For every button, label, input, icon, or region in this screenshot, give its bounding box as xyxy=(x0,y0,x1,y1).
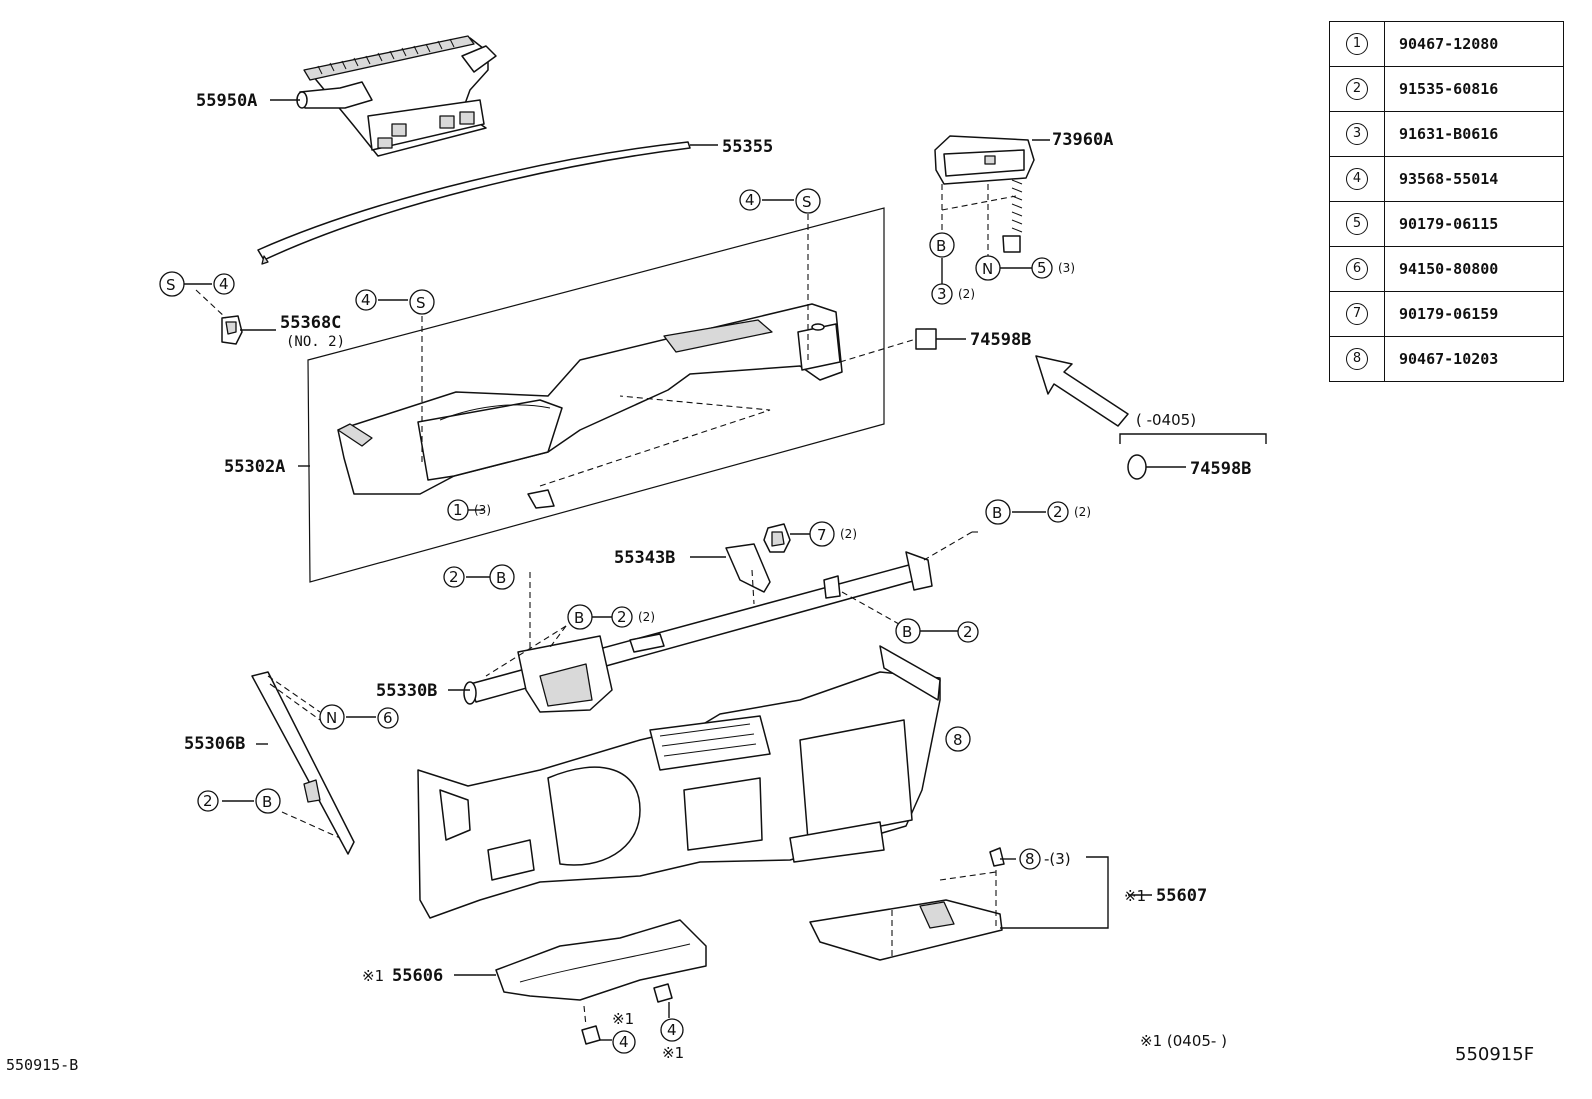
mark-screw-b: ※1 xyxy=(662,1044,684,1062)
row-number: 6 xyxy=(1346,258,1368,280)
callout-8: 8 xyxy=(1025,850,1035,868)
row-number: 5 xyxy=(1346,213,1368,235)
qty-2-2-mid: (2) xyxy=(638,610,655,624)
callout-b: B xyxy=(574,609,584,627)
table-row: 7 90179-06159 xyxy=(1329,291,1564,337)
part-lower-cover-rh xyxy=(809,847,1005,961)
callout-2: 2 xyxy=(203,792,213,810)
row-number: 2 xyxy=(1346,78,1368,100)
table-row: 4 93568-55014 xyxy=(1329,156,1564,202)
label-55330B: 55330B xyxy=(376,681,437,701)
table-row: 3 91631-B0616 xyxy=(1329,111,1564,157)
label-55368C: 55368C xyxy=(280,313,341,333)
mark-55607: ※1 xyxy=(1124,887,1146,905)
part-ventilator xyxy=(934,135,1035,253)
qty-3-2: (2) xyxy=(958,287,975,301)
table-row: 8 90467-10203 xyxy=(1329,336,1564,382)
part-instrument-panel xyxy=(307,207,885,583)
row-part-number: 93568-55014 xyxy=(1384,156,1564,202)
row-number: 8 xyxy=(1346,348,1368,370)
part-number-labels: 55950A 55355 73960A 55368C (NO. 2) 74598… xyxy=(184,91,1251,1062)
mark-55606: ※1 xyxy=(362,967,384,985)
row-number: 7 xyxy=(1346,303,1368,325)
label-55950A: 55950A xyxy=(196,91,257,111)
callout-s: S xyxy=(802,193,812,211)
mark-screw-a: ※1 xyxy=(612,1010,634,1028)
part-bracket xyxy=(725,523,791,593)
label-55343B: 55343B xyxy=(614,548,675,568)
callout-4: 4 xyxy=(361,291,371,309)
callout-4: 4 xyxy=(745,191,755,209)
row-part-number: 90179-06159 xyxy=(1384,291,1564,337)
parts-reference-table: 1 90467-12080 2 91535-60816 3 91631-B0616 4… xyxy=(1329,21,1564,382)
part-defroster-nozzle xyxy=(296,35,497,157)
diagram-code-left: 550915-B xyxy=(6,1056,79,1074)
callout-2: 2 xyxy=(449,568,459,586)
callout-2: 2 xyxy=(617,608,627,626)
label-55606: 55606 xyxy=(392,966,443,986)
callout-n: N xyxy=(982,260,993,278)
callout-4: 4 xyxy=(619,1033,629,1051)
part-clip xyxy=(221,315,243,345)
row-part-number: 90467-12080 xyxy=(1384,21,1564,67)
callout-8: 8 xyxy=(953,731,963,749)
table-row: 1 90467-12080 xyxy=(1329,21,1564,67)
callouts: 4 S S 4 4 S B 3 (2) N 5 (3) 1 (3) 7 (2) … xyxy=(159,188,1091,1054)
callout-s: S xyxy=(416,294,426,312)
row-part-number: 90179-06115 xyxy=(1384,201,1564,247)
qty-2-2: (2) xyxy=(1074,505,1091,519)
part-side-brace xyxy=(251,671,355,855)
row-part-number: 91535-60816 xyxy=(1384,66,1564,112)
row-number: 1 xyxy=(1346,33,1368,55)
table-row: 6 94150-80800 xyxy=(1329,246,1564,292)
label-55607: 55607 xyxy=(1156,886,1207,906)
label-55368C-sub: (NO. 2) xyxy=(286,334,345,350)
label-55302A: 55302A xyxy=(224,457,285,477)
label-55355: 55355 xyxy=(722,137,773,157)
row-part-number: 90467-10203 xyxy=(1384,336,1564,382)
callout-2: 2 xyxy=(963,623,973,641)
row-part-number: 94150-80800 xyxy=(1384,246,1564,292)
table-row: 2 91535-60816 xyxy=(1329,66,1564,112)
qty-8-3: -(3) xyxy=(1044,850,1071,868)
label-74598B-bottom: 74598B xyxy=(1190,459,1251,479)
callout-7: 7 xyxy=(817,526,827,544)
callout-b: B xyxy=(496,569,506,587)
part-label-square xyxy=(915,328,937,350)
leader-lines xyxy=(184,99,1267,1041)
part-reinforcement-tube xyxy=(463,551,933,713)
part-lower-cover-lh xyxy=(495,919,707,1045)
label-73960A: 73960A xyxy=(1052,130,1113,150)
row-number: 4 xyxy=(1346,168,1368,190)
diagram-code-right: 550915F xyxy=(1455,1044,1535,1065)
callout-2: 2 xyxy=(1053,503,1063,521)
callout-b: B xyxy=(262,793,272,811)
callout-5: 5 xyxy=(1037,259,1047,277)
label-55306B: 55306B xyxy=(184,734,245,754)
qty-5-3: (3) xyxy=(1058,261,1075,275)
row-part-number: 91631-B0616 xyxy=(1384,111,1564,157)
callout-n: N xyxy=(326,709,337,727)
range-note-bottom: ※1 (0405- ) xyxy=(1140,1032,1227,1050)
part-lower-panel xyxy=(417,645,941,919)
callout-s: S xyxy=(166,276,176,294)
qty-1-3: (3) xyxy=(474,503,491,517)
callout-4: 4 xyxy=(219,275,229,293)
qty-7-2: (2) xyxy=(840,527,857,541)
view-arrow xyxy=(1035,355,1129,427)
row-number: 3 xyxy=(1346,123,1368,145)
callout-6: 6 xyxy=(383,709,393,727)
callout-b: B xyxy=(902,623,912,641)
table-row: 5 90179-06115 xyxy=(1329,201,1564,247)
part-label-oval xyxy=(1127,454,1147,480)
callout-b: B xyxy=(936,237,946,255)
label-74598B-top: 74598B xyxy=(970,330,1031,350)
part-dash-strip xyxy=(257,141,691,265)
range-note-top: ( -0405) xyxy=(1136,411,1196,429)
callout-3: 3 xyxy=(937,285,947,303)
callout-1: 1 xyxy=(453,501,463,519)
callout-b: B xyxy=(992,504,1002,522)
callout-4: 4 xyxy=(667,1021,677,1039)
